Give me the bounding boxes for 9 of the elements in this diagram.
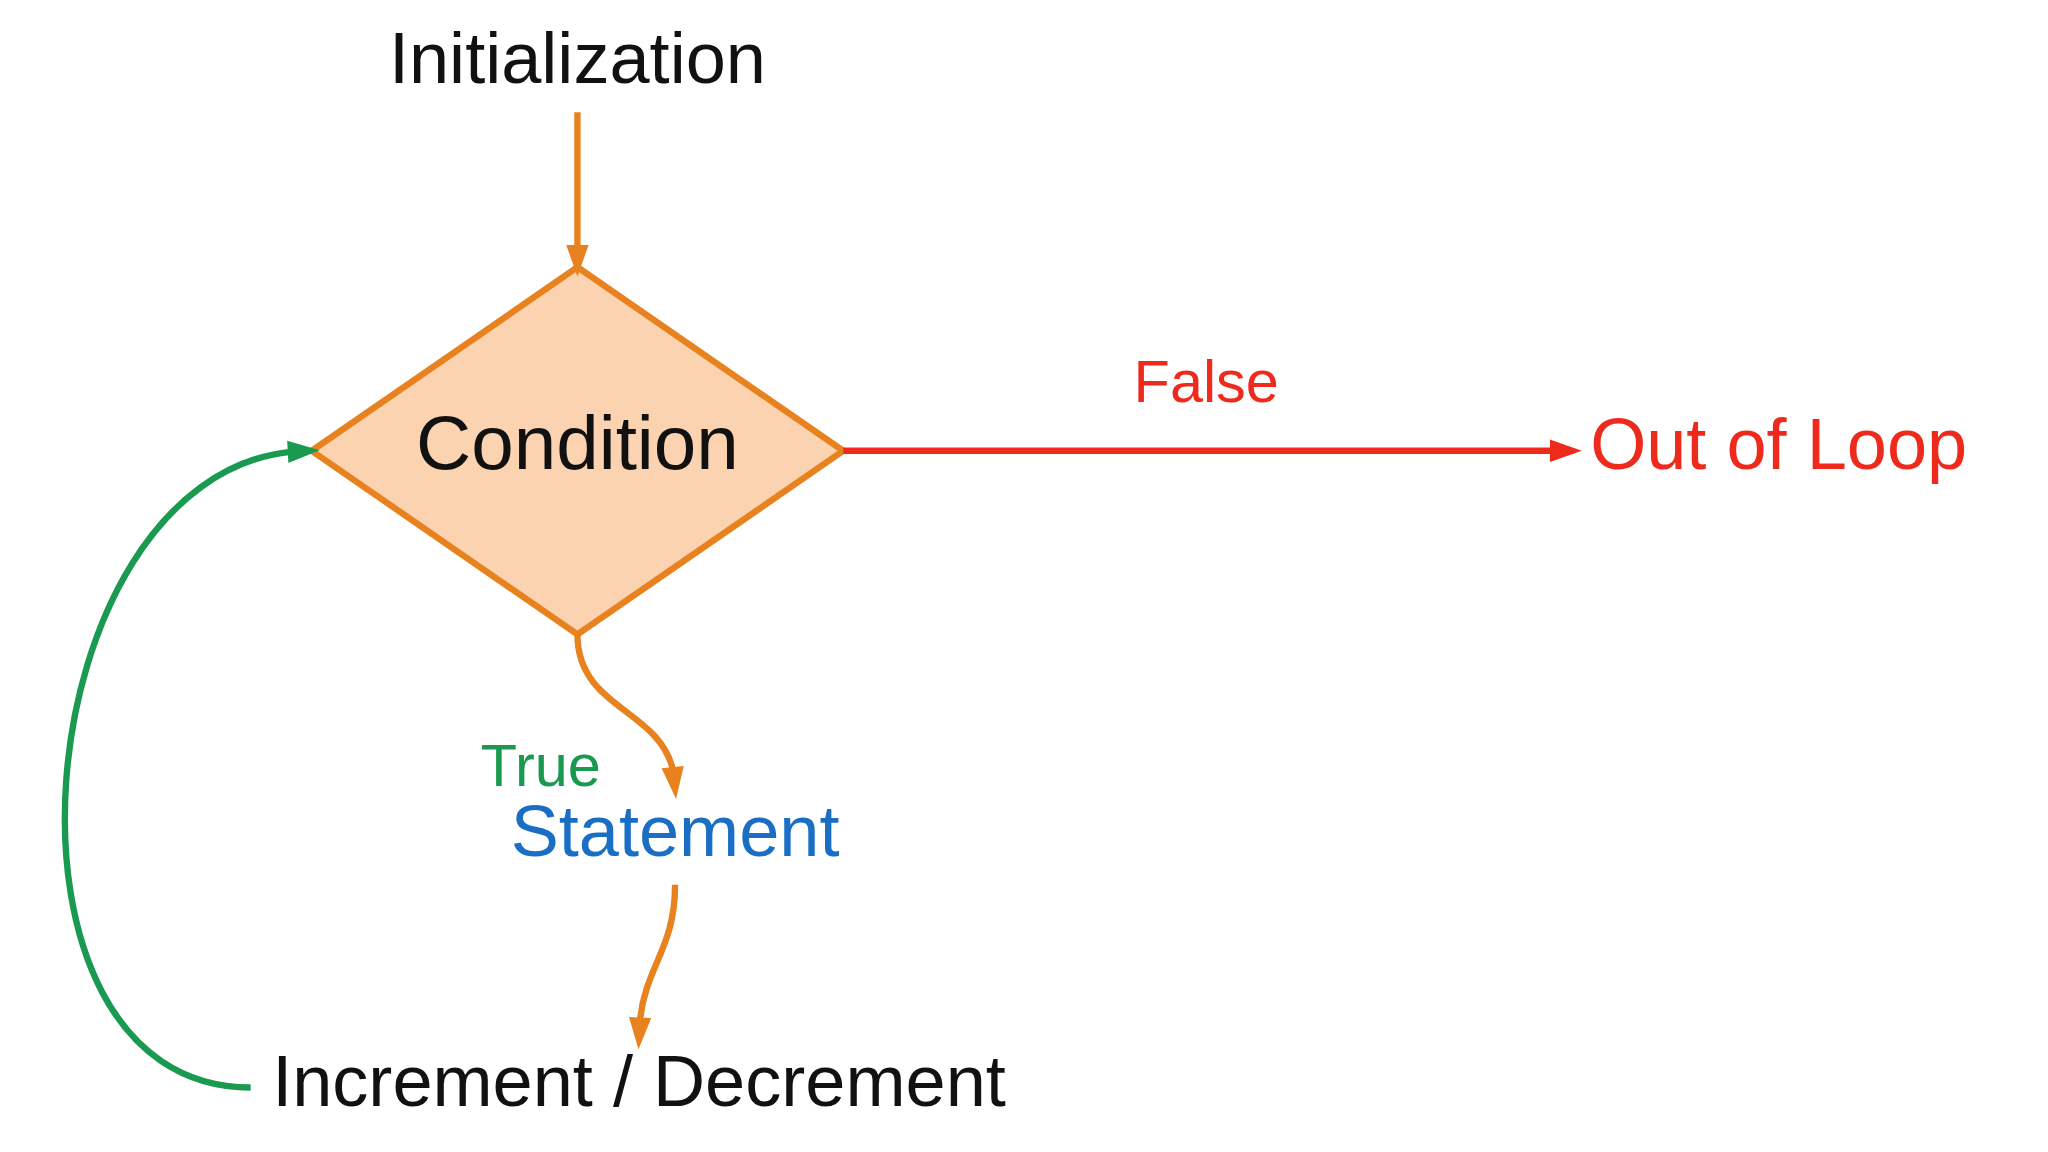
node-text: Out of Loop <box>1589 404 1967 485</box>
arrow <box>62 440 320 1091</box>
node-text: Initialization <box>388 18 766 98</box>
arrow <box>628 884 678 1050</box>
node-text: Increment / Decrement <box>271 1040 1006 1121</box>
arrow <box>842 439 1582 462</box>
arrow <box>573 634 684 799</box>
edge-label: False <box>1133 347 1279 415</box>
arrow <box>565 112 589 277</box>
